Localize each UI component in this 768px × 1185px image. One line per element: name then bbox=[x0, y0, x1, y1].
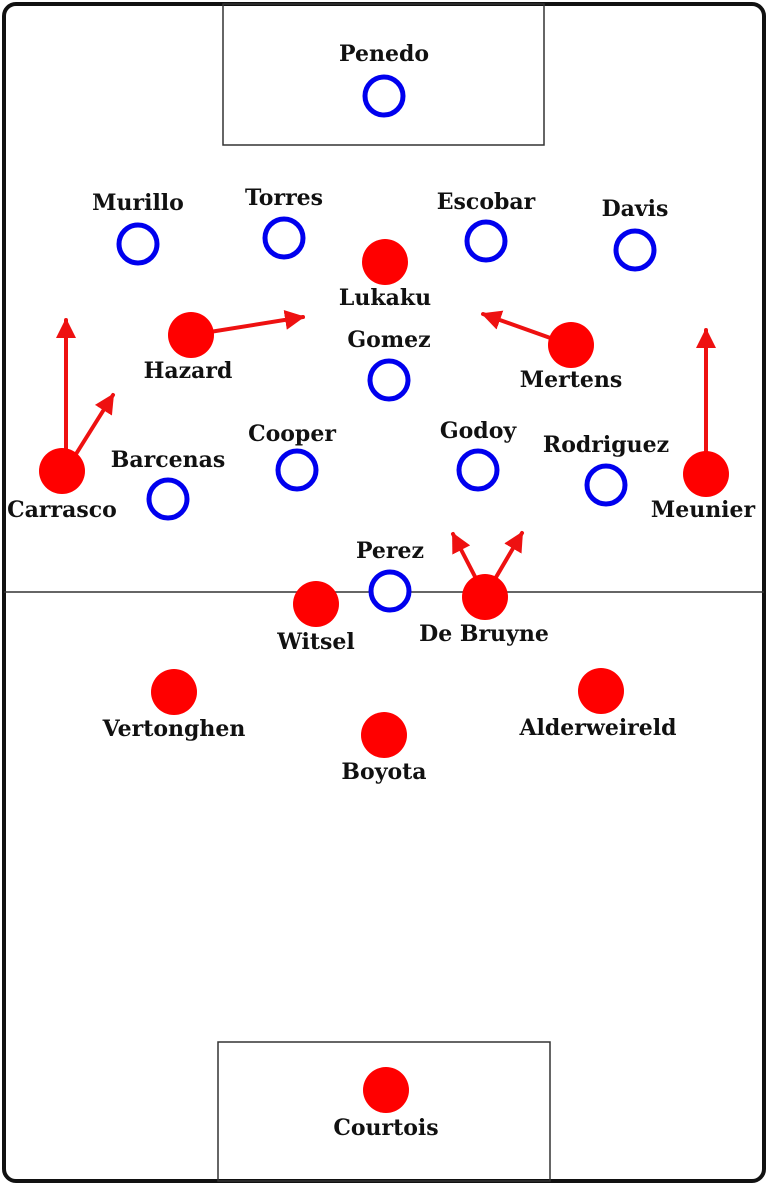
away-team: Penedo Murillo Torres Escobar Davis Gome… bbox=[92, 41, 669, 613]
player-marker bbox=[275, 448, 319, 492]
player-label: Carrasco bbox=[7, 497, 117, 523]
player-label: Meunier bbox=[651, 497, 756, 523]
player-escobar: Escobar bbox=[437, 189, 536, 263]
player-marker bbox=[362, 74, 406, 118]
player-label: Godoy bbox=[440, 418, 518, 444]
player-label: Boyota bbox=[341, 759, 426, 785]
player-label: Perez bbox=[356, 538, 424, 564]
player-marker bbox=[262, 216, 306, 260]
player-label: Davis bbox=[602, 196, 669, 222]
player-gomez: Gomez bbox=[347, 327, 431, 402]
player-marker bbox=[151, 669, 197, 715]
player-label: Escobar bbox=[437, 189, 536, 215]
player-vertonghen: Vertonghen bbox=[102, 669, 246, 742]
top-penalty-box bbox=[222, 3, 545, 146]
player-marker bbox=[578, 668, 624, 714]
player-label: Hazard bbox=[144, 358, 233, 384]
player-marker bbox=[361, 712, 407, 758]
player-penedo: Penedo bbox=[339, 41, 429, 118]
player-marker bbox=[168, 312, 214, 358]
player-marker bbox=[367, 358, 411, 402]
player-label: Mertens bbox=[520, 367, 622, 393]
player-murillo: Murillo bbox=[92, 190, 184, 266]
player-barcenas: Barcenas bbox=[111, 447, 225, 521]
bottom-penalty-box bbox=[217, 1041, 551, 1182]
player-boyota: Boyota bbox=[341, 712, 427, 785]
player-cooper: Cooper bbox=[248, 421, 336, 492]
player-marker bbox=[548, 322, 594, 368]
player-alderweireld: Alderweireld bbox=[518, 668, 677, 741]
player-marker bbox=[293, 581, 339, 627]
player-de-bruyne: De Bruyne bbox=[419, 574, 549, 647]
player-perez: Perez bbox=[356, 538, 424, 613]
player-rodriguez: Rodriguez bbox=[543, 432, 669, 507]
player-label: Torres bbox=[245, 185, 323, 211]
player-marker bbox=[146, 477, 190, 521]
player-marker bbox=[368, 569, 412, 613]
player-lukaku: Lukaku bbox=[339, 239, 431, 311]
player-label: Cooper bbox=[248, 421, 336, 447]
player-marker bbox=[683, 451, 729, 497]
player-label: Penedo bbox=[339, 41, 429, 67]
player-label: Gomez bbox=[347, 327, 430, 353]
player-marker bbox=[39, 448, 85, 494]
player-meunier: Meunier bbox=[651, 451, 756, 523]
player-marker bbox=[456, 448, 500, 492]
player-torres: Torres bbox=[245, 185, 323, 260]
player-label: Courtois bbox=[333, 1115, 438, 1141]
player-label: Barcenas bbox=[111, 447, 225, 473]
player-carrasco: Carrasco bbox=[7, 448, 117, 523]
player-mertens: Mertens bbox=[520, 322, 622, 393]
player-label: Alderweireld bbox=[518, 715, 676, 741]
player-hazard: Hazard bbox=[144, 312, 233, 384]
player-davis: Davis bbox=[602, 196, 669, 272]
player-marker bbox=[462, 574, 508, 620]
player-label: De Bruyne bbox=[419, 621, 549, 647]
player-marker bbox=[584, 463, 628, 507]
player-marker bbox=[464, 219, 508, 263]
player-marker bbox=[116, 222, 160, 266]
player-label: Witsel bbox=[276, 629, 355, 655]
player-label: Rodriguez bbox=[543, 432, 669, 458]
player-witsel: Witsel bbox=[276, 581, 355, 655]
player-godoy: Godoy bbox=[440, 418, 518, 492]
player-marker bbox=[362, 239, 408, 285]
player-marker bbox=[363, 1067, 409, 1113]
player-courtois: Courtois bbox=[333, 1067, 439, 1141]
home-team: Lukaku Hazard Mertens Carrasco Meunier W… bbox=[7, 239, 756, 1141]
player-marker bbox=[613, 228, 657, 272]
player-label: Lukaku bbox=[339, 285, 431, 311]
player-label: Vertonghen bbox=[102, 716, 246, 742]
player-label: Murillo bbox=[92, 190, 184, 216]
